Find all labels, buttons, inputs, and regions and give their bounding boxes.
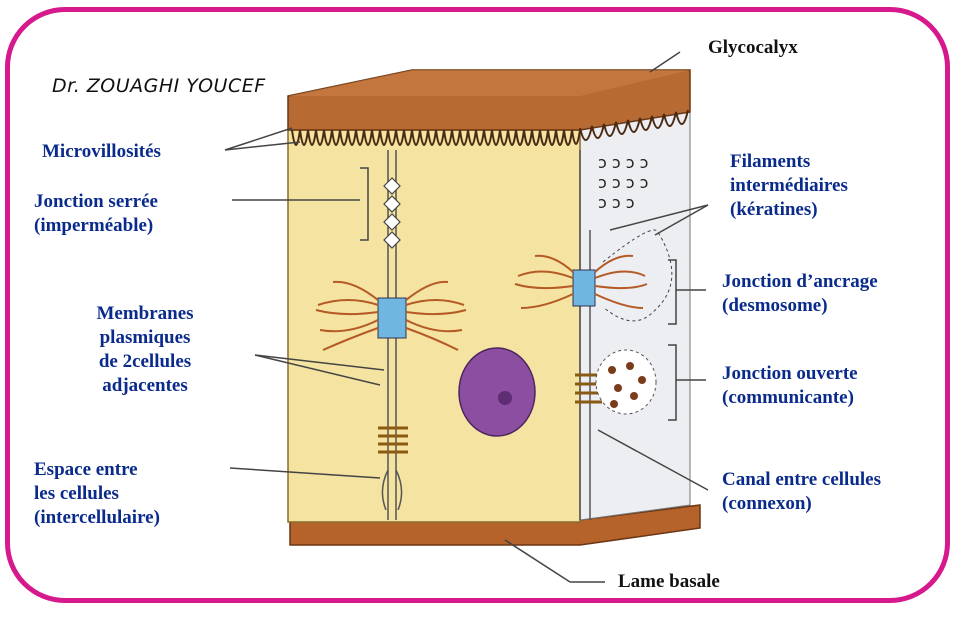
- label-espace-line2: les cellules: [34, 482, 160, 506]
- label-membranes-line3: de 2cellules: [70, 350, 220, 374]
- connexon-disc: [596, 350, 656, 414]
- label-jonction-ancrage-line1: Jonction d’ancrage: [722, 270, 878, 294]
- cell-front-face: [288, 130, 580, 522]
- label-jonction-serree-line2: (imperméable): [34, 214, 158, 238]
- label-filaments: Filaments intermédiaires (kératines): [730, 150, 848, 222]
- label-jonction-ancrage: Jonction d’ancrage (desmosome): [722, 270, 878, 318]
- label-membranes: Membranes plasmiques de 2cellules adjace…: [70, 302, 220, 398]
- label-jonction-ouverte-line2: (communicante): [722, 386, 858, 410]
- label-filaments-line2: intermédiaires: [730, 174, 848, 198]
- label-canal: Canal entre cellules (connexon): [722, 468, 881, 516]
- label-espace-line3: (intercellulaire): [34, 506, 160, 530]
- svg-text:ɔ ɔ ɔ ɔ: ɔ ɔ ɔ ɔ: [598, 173, 648, 192]
- label-jonction-ouverte: Jonction ouverte (communicante): [722, 362, 858, 410]
- svg-text:ɔ ɔ ɔ: ɔ ɔ ɔ: [598, 193, 635, 212]
- label-canal-line2: (connexon): [722, 492, 881, 516]
- label-jonction-ancrage-line2: (desmosome): [722, 294, 878, 318]
- label-jonction-ouverte-line1: Jonction ouverte: [722, 362, 858, 386]
- label-lame-basale: Lame basale: [618, 570, 720, 594]
- author-label: Dr. ZOUAGHI YOUCEF: [38, 66, 286, 106]
- label-espace: Espace entre les cellules (intercellulai…: [34, 458, 160, 530]
- label-membranes-line2: plasmiques: [70, 326, 220, 350]
- label-filaments-line3: (kératines): [730, 198, 848, 222]
- label-jonction-serree: Jonction serrée (imperméable): [34, 190, 158, 238]
- label-microvillosites: Microvillosités: [42, 140, 161, 164]
- label-membranes-line4: adjacentes: [70, 374, 220, 398]
- label-jonction-serree-line1: Jonction serrée: [34, 190, 158, 214]
- label-filaments-line1: Filaments: [730, 150, 848, 174]
- nucleus: [459, 348, 535, 436]
- label-canal-line1: Canal entre cellules: [722, 468, 881, 492]
- label-glycocalyx: Glycocalyx: [708, 36, 798, 60]
- svg-text:ɔ ɔ ɔ ɔ: ɔ ɔ ɔ ɔ: [598, 153, 648, 172]
- label-membranes-line1: Membranes: [70, 302, 220, 326]
- label-espace-line1: Espace entre: [34, 458, 160, 482]
